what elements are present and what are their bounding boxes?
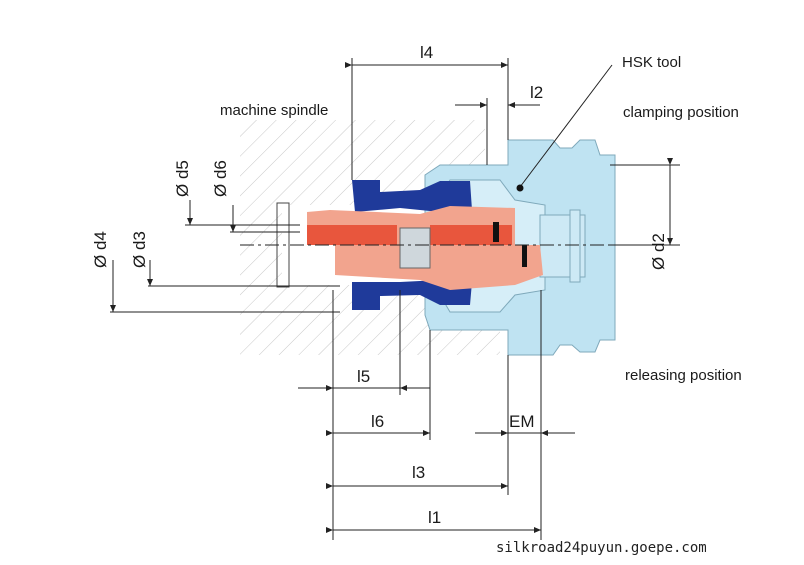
dimension-lines [110,62,673,533]
dim-d3: Ø d3 [130,231,149,268]
extension-lines [110,58,680,540]
dim-l5: l5 [357,367,370,386]
collet-segments [307,206,543,290]
dim-l1: l1 [428,508,441,527]
drawbar-sleeve [352,180,472,310]
dim-l4: l4 [420,43,433,62]
watermark: silkroad24puyun.goepe.com [496,540,707,556]
dim-em: EM [509,412,535,431]
clamping-position-label: clamping position [623,104,739,121]
hsk-leader-line [519,64,613,188]
hsk-tool-label: HSK tool [622,54,681,71]
dim-d4: Ø d4 [91,231,110,268]
dim-d5: Ø d5 [173,160,192,197]
dim-l2: l2 [530,83,543,102]
dim-l6: l6 [371,412,384,431]
dim-d2: Ø d2 [649,233,668,270]
hsk-leader-dot [516,184,524,192]
releasing-position-label: releasing position [625,367,742,384]
machine-spindle-label: machine spindle [220,102,328,119]
dim-d6: Ø d6 [211,160,230,197]
dim-l3: l3 [412,463,425,482]
